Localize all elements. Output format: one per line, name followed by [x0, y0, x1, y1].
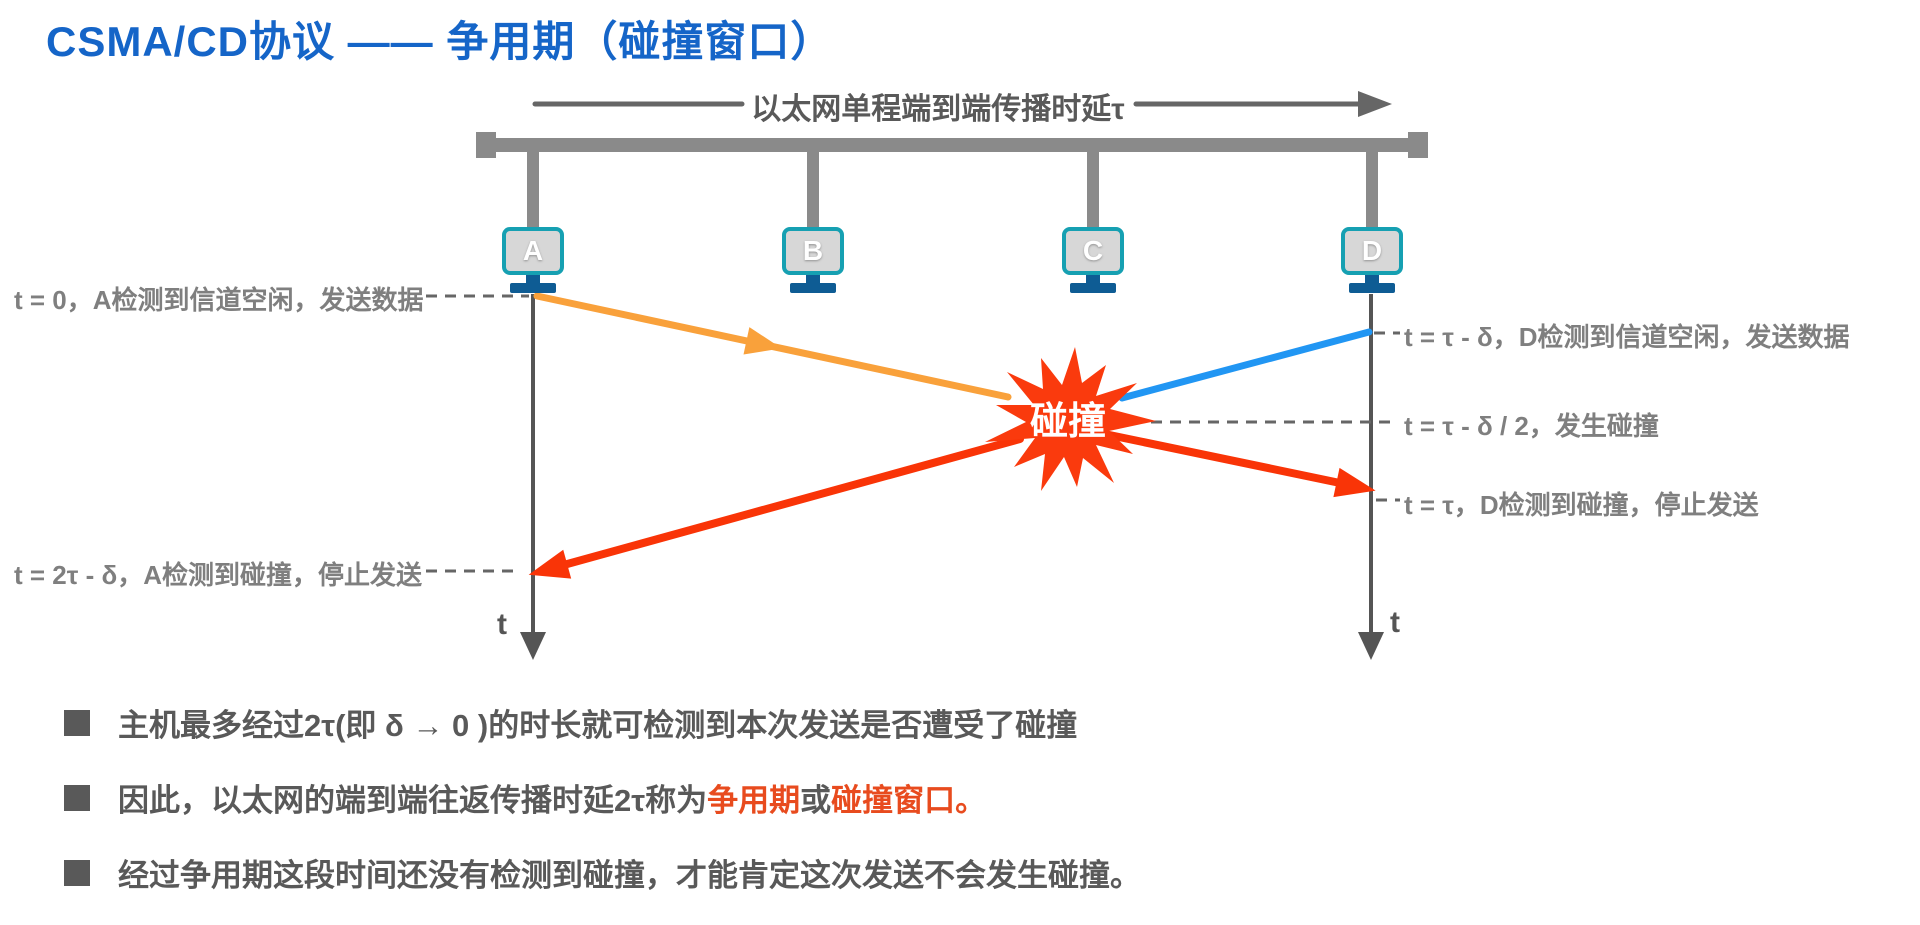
notes-list: 主机最多经过2τ(即 δ → 0 )的时长就可检测到本次发送是否遭受了碰撞 因此… [64, 700, 1864, 925]
host-b-drop-cable [807, 150, 819, 230]
note-2-period: 。 [955, 783, 987, 818]
host-a-stand-base [510, 283, 556, 293]
host-d-computer-icon: D [1341, 227, 1403, 275]
host-c-stand-base [1070, 283, 1116, 293]
event-a-start-label: t = 0，A检测到信道空闲，发送数据 [14, 285, 424, 315]
collision-signal-to-d-arrowhead-icon [1333, 467, 1376, 498]
note-2-text: 因此，以太网的端到端往返传播时延2τ称为争用期或碰撞窗口。 [118, 775, 986, 820]
square-bullet-icon [64, 784, 90, 811]
host-c-label: C [1082, 235, 1104, 266]
note-row-1: 主机最多经过2τ(即 δ → 0 )的时长就可检测到本次发送是否遭受了碰撞 [64, 700, 1864, 745]
note-row-2: 因此，以太网的端到端往返传播时延2τ称为争用期或碰撞窗口。 [64, 775, 1864, 820]
event-a-stop-label: t = 2τ - δ，A检测到碰撞，停止发送 [14, 560, 423, 590]
host-a-drop-cable [527, 150, 539, 230]
note-1-text: 主机最多经过2τ(即 δ → 0 )的时长就可检测到本次发送是否遭受了碰撞 [118, 708, 1078, 743]
event-collision-time-label: t = τ - δ / 2，发生碰撞 [1404, 411, 1659, 441]
host-d-stand-neck [1365, 275, 1379, 284]
bus-left-end-cap [476, 132, 496, 158]
host-d-stand-base [1349, 283, 1395, 293]
host-c-drop-cable [1087, 150, 1099, 230]
collision-starburst-label: 碰撞 [1030, 401, 1106, 443]
host-a-stand-neck [526, 275, 540, 284]
collision-signal-to-d-line [1091, 428, 1344, 487]
host-a-label: A [522, 235, 544, 266]
collision-signal-to-a-line [556, 435, 1024, 570]
host-b-label: B [802, 235, 824, 266]
host-c-computer-icon: C [1062, 227, 1124, 275]
host-d-label: D [1361, 235, 1383, 266]
square-bullet-icon [64, 709, 90, 736]
host-c-stand-neck [1086, 275, 1100, 284]
host-a-time-axis-arrowhead-icon [520, 632, 546, 660]
event-d-stop-label: t = τ，D检测到碰撞，停止发送 [1404, 490, 1759, 520]
host-d-time-axis-arrowhead-icon [1358, 632, 1384, 660]
bus-right-end-cap [1408, 132, 1428, 158]
note-2-connector: 或 [800, 783, 832, 818]
host-b-stand-neck [806, 275, 820, 284]
host-a-computer-icon: A [502, 227, 564, 275]
frame-d-transmission-line [1118, 328, 1373, 402]
host-a-axis-t-label: t [497, 608, 507, 641]
collision-starburst-icon [985, 347, 1156, 491]
note-3-text: 经过争用期这段时间还没有检测到碰撞，才能肯定这次发送不会发生碰撞。 [118, 858, 1141, 893]
ethernet-bus-bar [480, 138, 1424, 152]
note-row-3: 经过争用期这段时间还没有检测到碰撞，才能肯定这次发送不会发生碰撞。 [64, 850, 1864, 895]
host-b-computer-icon: B [782, 227, 844, 275]
host-b-stand-base [790, 283, 836, 293]
collision-signal-to-a-arrowhead-icon [528, 549, 572, 579]
event-d-start-label: t = τ - δ，D检测到信道空闲，发送数据 [1404, 322, 1850, 352]
bus-propagation-delay-label: 以太网单程端到端传播时延τ [751, 93, 1125, 126]
note-2-prefix: 因此，以太网的端到端往返传播时延2τ称为 [118, 783, 708, 818]
tau-span-arrowhead-icon [1358, 91, 1392, 117]
host-d-axis-t-label: t [1390, 606, 1400, 639]
page-title: CSMA/CD协议 —— 争用期（碰撞窗口） [46, 18, 834, 65]
note-2-term-contention-period: 争用期 [707, 783, 801, 818]
note-2-term-collision-window: 碰撞窗口 [831, 783, 956, 818]
frame-a-direction-arrowhead-icon [743, 327, 782, 355]
square-bullet-icon [64, 859, 90, 886]
host-d-drop-cable [1366, 150, 1378, 230]
